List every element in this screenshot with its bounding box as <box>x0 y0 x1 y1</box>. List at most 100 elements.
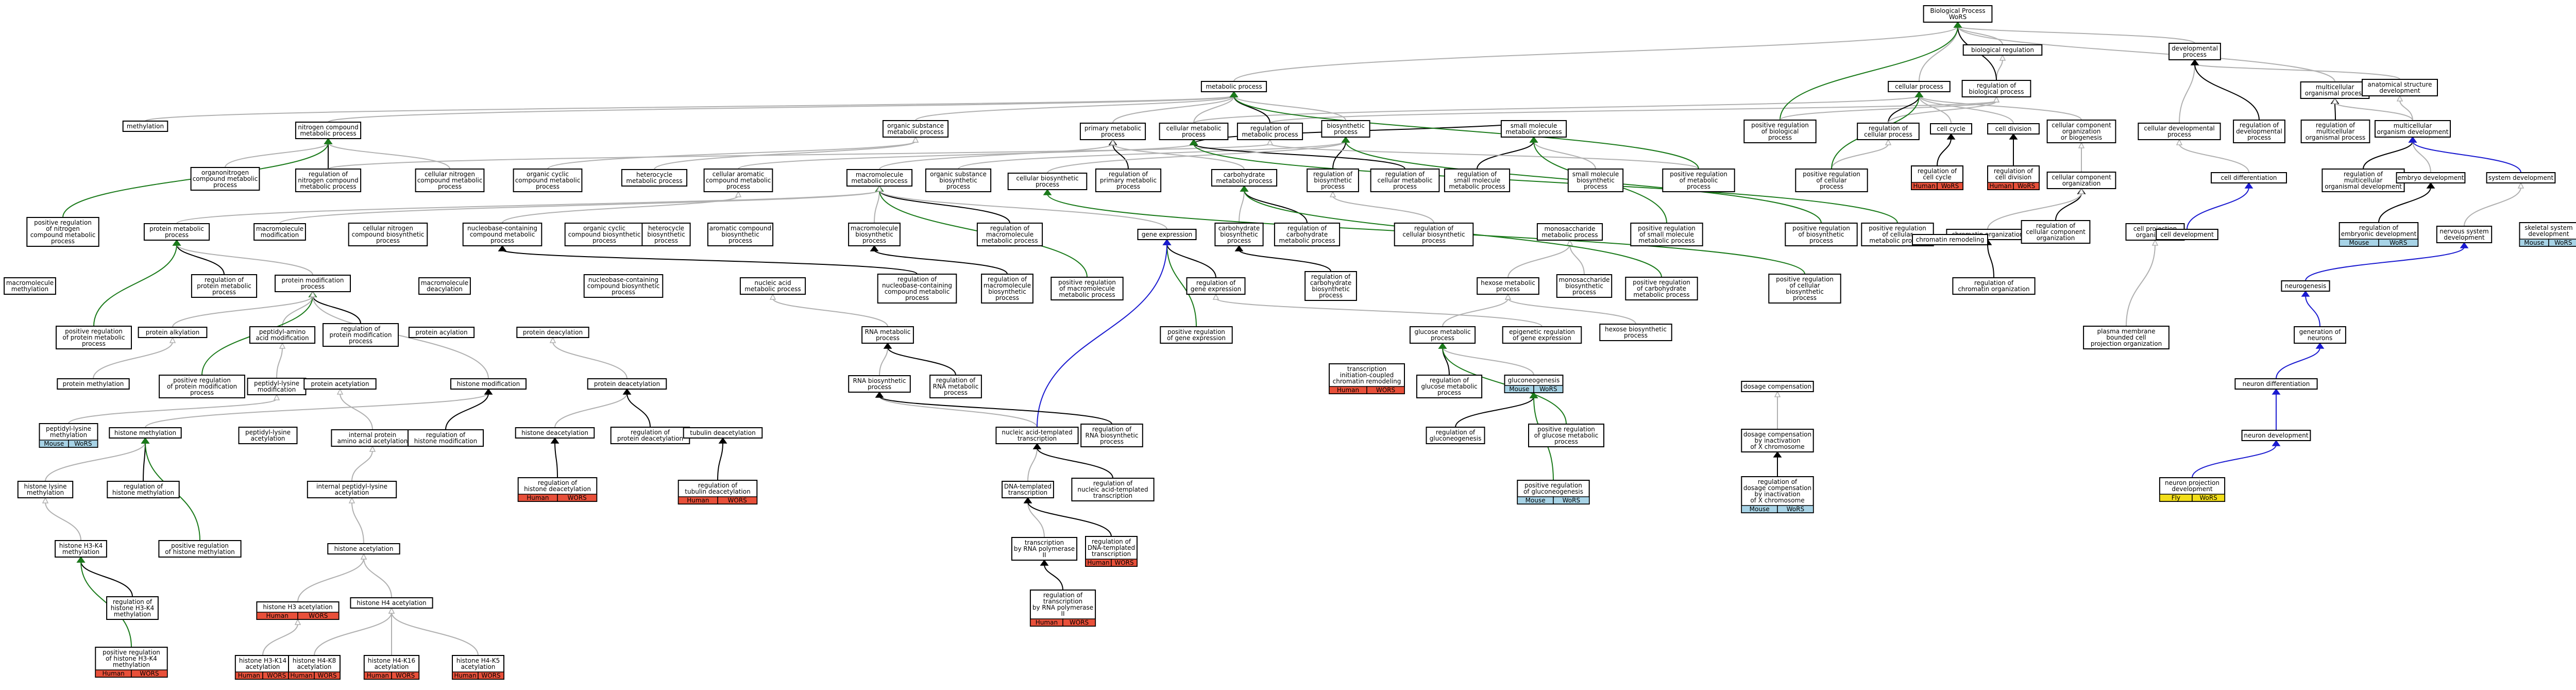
go-term-node-tubulindeacetyl[interactable]: tubulin deacetylation <box>683 427 763 439</box>
go-term-node-proteindeacetyl[interactable]: protein deacetylation <box>587 378 667 390</box>
go-term-node-histoneacetyl[interactable]: histone acetylation <box>327 543 400 554</box>
go-term-node-neurondiff[interactable]: neuron differentiation <box>2234 378 2318 390</box>
go-term-node-protalk[interactable]: protein alkylation <box>138 327 208 338</box>
go-term-node-dosagecomp[interactable]: dosage compensation <box>1741 381 1814 392</box>
go-term-node-protacyl[interactable]: protein acylation <box>408 327 475 338</box>
go-term-node-histonemeth[interactable]: histone methylation <box>109 427 182 439</box>
go-term-node-celldiv[interactable]: cell division <box>1987 123 2040 134</box>
go-term-node-geneexpr[interactable]: gene expression <box>1137 229 1197 240</box>
go-term-node-regmacromolbio[interactable]: regulation ofmacromoleculebiosyntheticpr… <box>981 274 1033 304</box>
go-term-node-methylation[interactable]: methylation <box>122 121 168 132</box>
go-term-node-histonemod[interactable]: histone modification <box>450 378 527 390</box>
go-term-node-transcoupled[interactable]: transcriptioninitiation-coupledchromatin… <box>1329 363 1405 394</box>
go-term-node-histonedeacetyl[interactable]: histone deacetylation <box>515 427 595 439</box>
go-term-node-celldiff[interactable]: cell differentiation <box>2211 172 2287 183</box>
go-term-node-cellproc[interactable]: cellular process <box>1888 81 1951 92</box>
go-term-node-h4acetyl[interactable]: histone H4 acetylation <box>350 597 433 609</box>
go-term-node-protdeacyl[interactable]: protein deacylation <box>516 327 589 338</box>
go-term-node-celldev[interactable]: cell development <box>2156 229 2218 240</box>
go-term-node-regdnatrans[interactable]: regulation ofDNA-templatedtranscriptionH… <box>1085 536 1138 567</box>
go-term-node-regcarbobio[interactable]: regulation ofcarbohydratebiosyntheticpro… <box>1304 271 1357 301</box>
